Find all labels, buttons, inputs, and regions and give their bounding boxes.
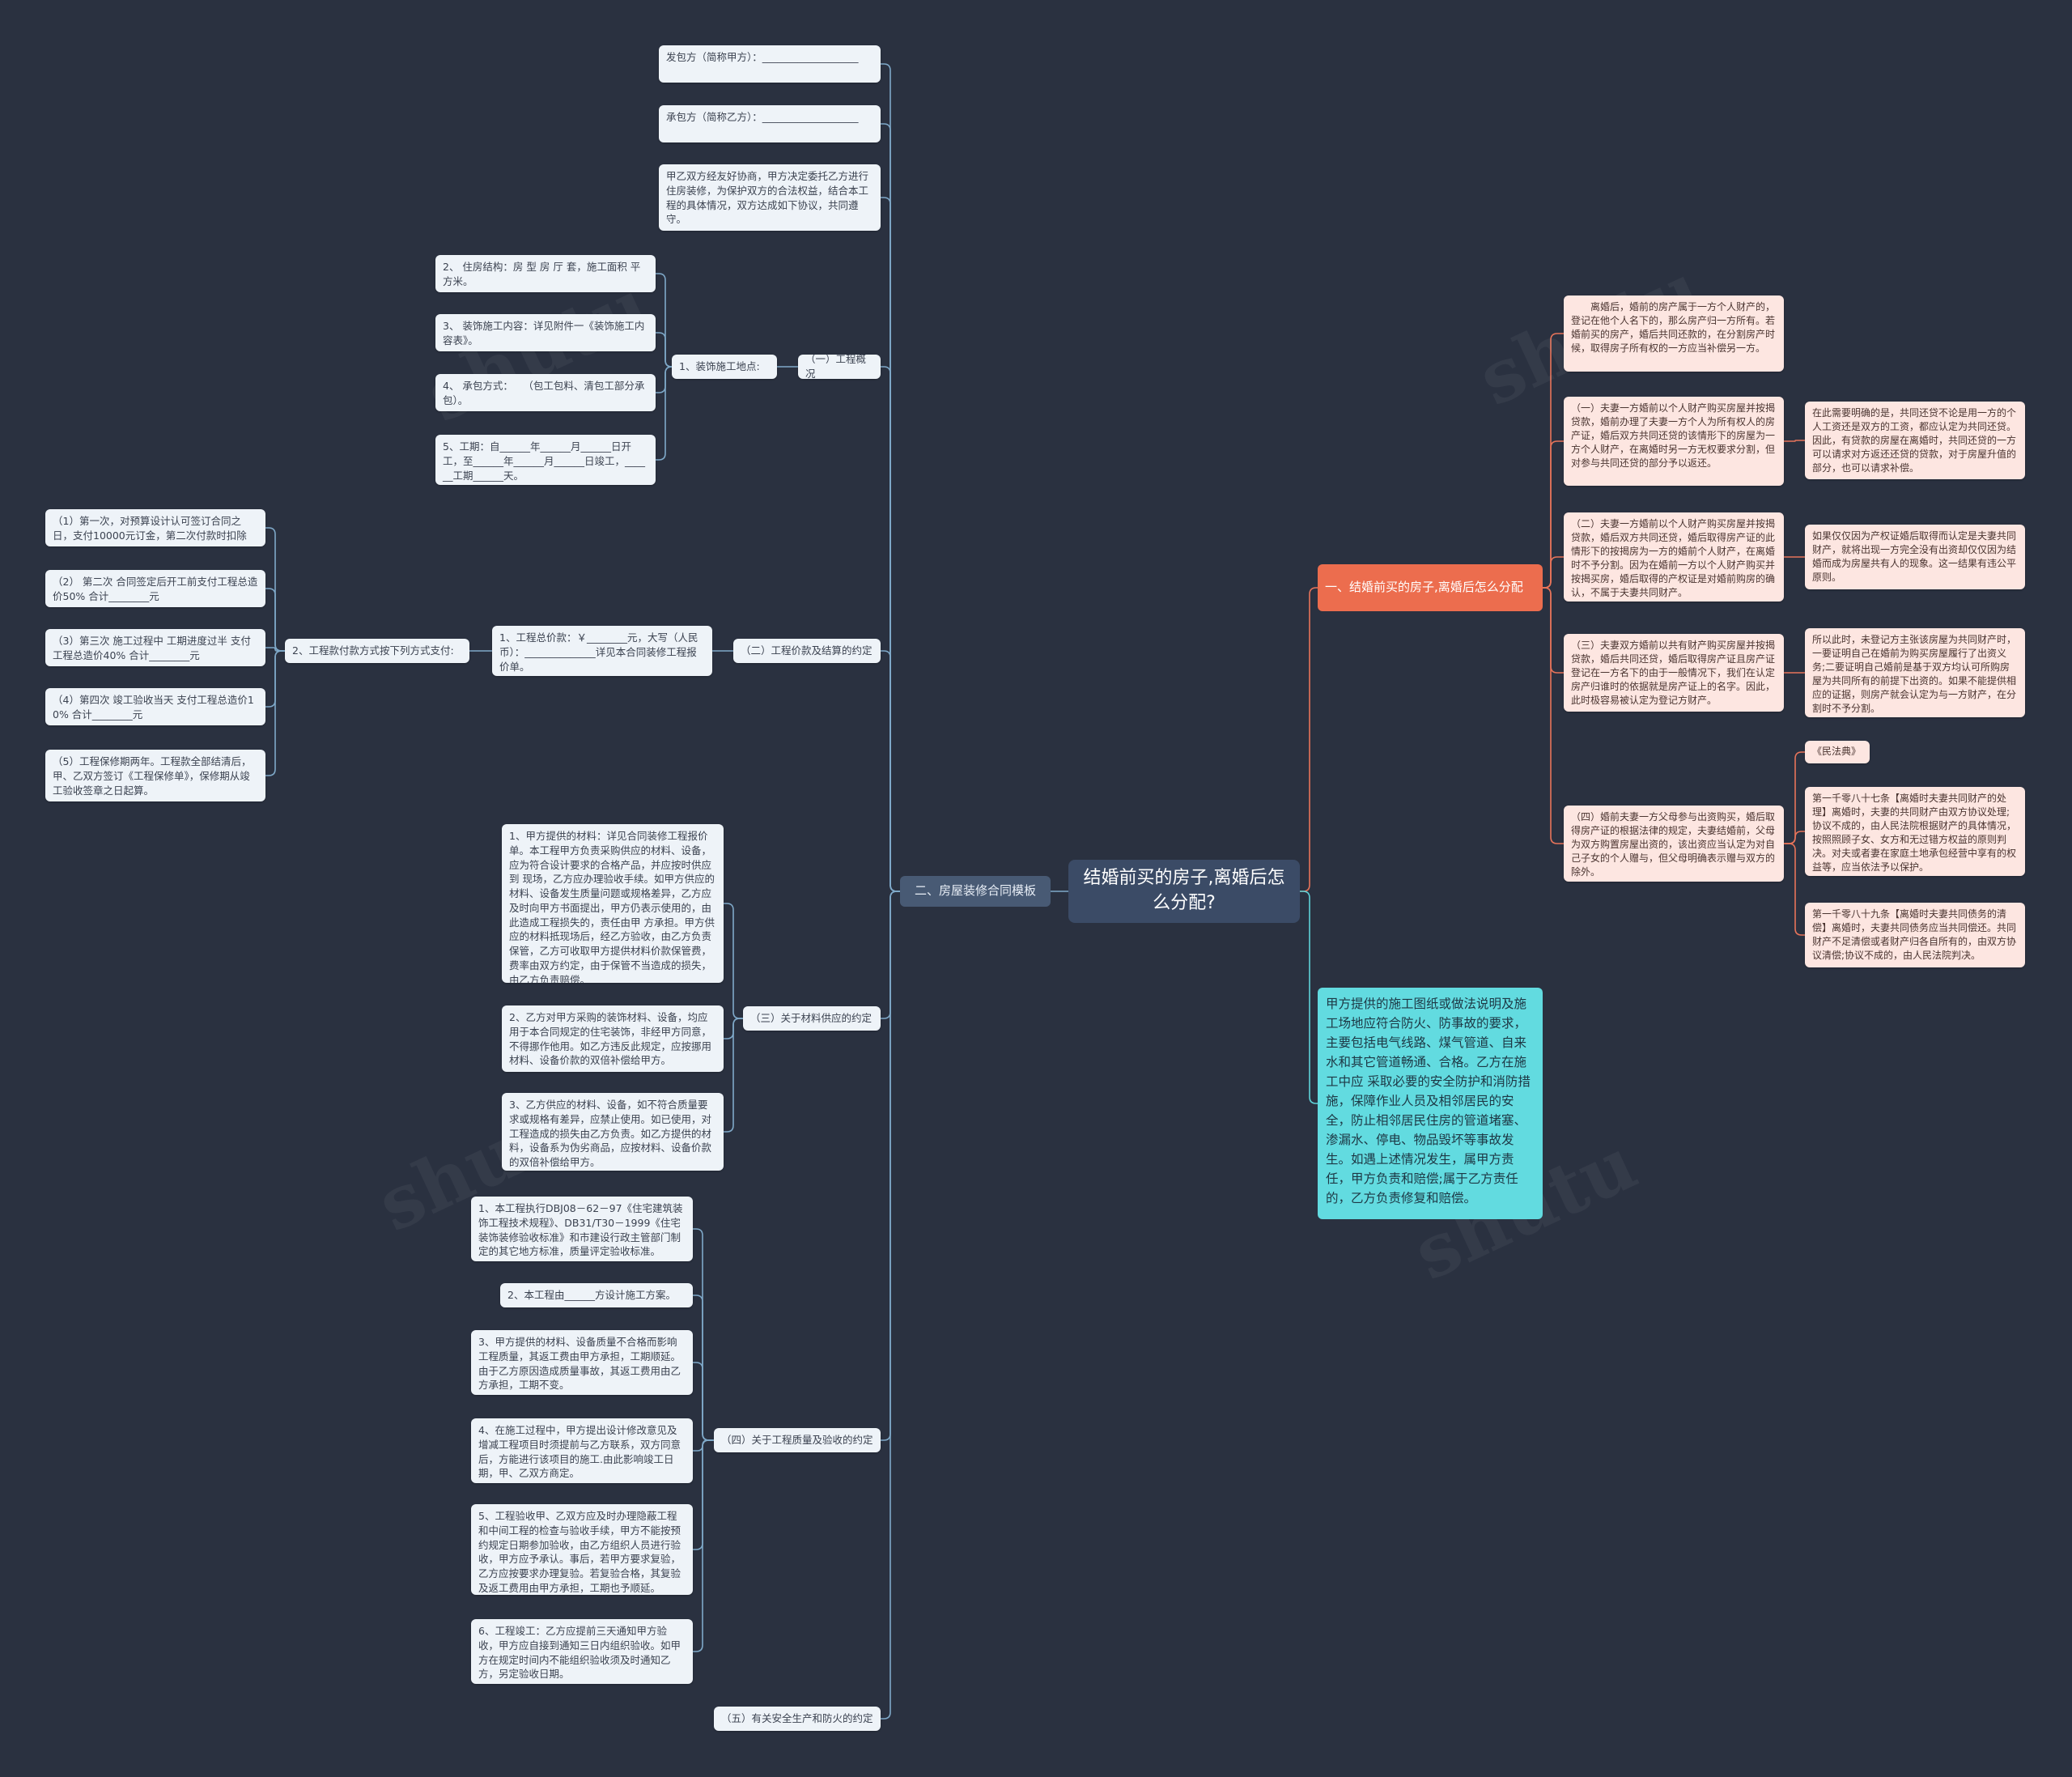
root-topic[interactable]: 结婚前买的房子,离婚后怎么分配?	[1068, 860, 1300, 923]
party-b-line[interactable]: 承包方（简称乙方）：___________________	[659, 105, 881, 142]
connector-line	[265, 650, 285, 776]
section-3-item[interactable]: 2、乙方对甲方采购的装饰材料、设备，均应用于本合同规定的住宅装饰，非经甲方同意，…	[502, 1005, 724, 1072]
section-1-item[interactable]: 5、工期：自______年______月______日开工，至______年__…	[435, 435, 656, 485]
payment-method-title[interactable]: 2、工程款付款方式按下列方式支付:	[285, 639, 469, 663]
connector-line	[1543, 440, 1564, 589]
connector-line	[693, 1228, 714, 1441]
case-3-node[interactable]: （三）夫妻双方婚前以共有财产购买房屋并按揭贷款，婚后共同还贷，婚后取得房产证且房…	[1564, 634, 1784, 712]
branch-marriage-property[interactable]: 一、结婚前买的房子,离婚后怎么分配	[1318, 564, 1543, 611]
section-4-item[interactable]: 2、本工程由______方设计施工方案。	[500, 1283, 693, 1307]
civil-code-title[interactable]: 《民法典》	[1805, 741, 1870, 763]
payment-item[interactable]: （4）第四次 竣工验收当天 支付工程总造价10% 合计________元	[45, 688, 265, 725]
section-1-item[interactable]: 4、 承包方式： （包工包料、清包工部分承包）。	[435, 374, 656, 411]
section-3-item[interactable]: 3、乙方供应的材料、设备，如不符合质量要求或规格有差异，应禁止使用。如已使用，对…	[502, 1093, 724, 1171]
civil-code-article-1087[interactable]: 第一千零八十七条【离婚时夫妻共同财产的处理】离婚时，夫妻的共同财产由双方协议处理…	[1805, 787, 2025, 876]
connector-line	[656, 366, 673, 393]
payment-item[interactable]: （1）第一次，对预算设计认可签订合同之日，支付10000元订金，第二次付款时扣除	[45, 509, 265, 546]
total-price[interactable]: 1、工程总价款：￥________元，大写（人民币）：_____________…	[492, 626, 712, 676]
connector-line	[693, 1294, 714, 1441]
connector-line	[1300, 891, 1318, 1104]
connector-line	[724, 1018, 743, 1133]
connector-line	[1784, 843, 1805, 936]
case-2-node[interactable]: （二）夫妻一方婚前以个人财产购买房屋并按揭贷款，婚后双方共同还贷，婚后取得房产证…	[1564, 512, 1784, 602]
case-1-node[interactable]: （一）夫妻一方婚前以个人财产购买房屋并按揭贷款，婚前办理了夫妻一方个人为所有权人…	[1564, 397, 1784, 486]
payment-item[interactable]: （3）第三次 施工过程中 工期进度过半 支付工程总造价40% 合计_______…	[45, 629, 265, 666]
connector-line	[265, 588, 285, 652]
contract-preamble[interactable]: 甲乙双方经友好协商，甲方决定委托乙方进行住房装修，为保护双方的合法权益，结合本工…	[659, 164, 881, 231]
case-4-node[interactable]: （四）婚前夫妻一方父母参与出资购买，婚后取得房产证的根据法律的规定，夫妻结婚前，…	[1564, 806, 1784, 882]
connector-line	[1784, 751, 1805, 844]
case-1-note[interactable]: 在此需要明确的是，共同还贷不论是用一方的个人工资还是双方的工资，都应认定为共同还…	[1805, 402, 2025, 479]
connector-line	[656, 332, 673, 368]
payment-item[interactable]: （2） 第二次 合同签定后开工前支付工程总造价50% 合计________元	[45, 570, 265, 607]
connector-line	[1543, 587, 1564, 844]
connector-line	[1784, 440, 1805, 442]
connector-line	[693, 1439, 714, 1550]
connector-line	[1543, 333, 1564, 589]
section-4-item[interactable]: 4、在施工过程中，甲方提出设计修改意见及增减工程项目时须提前与乙方联系，双方同意…	[471, 1418, 693, 1483]
connector-line	[656, 273, 673, 368]
section-1-item[interactable]: 2、 住房结构：房 型 房 厅 套，施工面积 平方米。	[435, 255, 656, 292]
case-2-note[interactable]: 如果仅仅因为产权证婚后取得而认定是夫妻共同财产，就将出现一方完全没有出资却仅仅因…	[1805, 525, 2025, 589]
connector-line	[1784, 831, 1805, 844]
construction-site-label[interactable]: 1、装饰施工地点:	[672, 355, 777, 379]
section-4-title[interactable]: （四）关于工程质量及验收的约定	[714, 1428, 881, 1452]
payment-item[interactable]: （5）工程保修期两年。工程款全部结清后，甲、乙双方签订《工程保修单》，保修期从竣…	[45, 750, 265, 801]
intro-node[interactable]: 离婚后，婚前的房产属于一方个人财产的，登记在他个人名下的，那么房产归一方所有。若…	[1564, 295, 1784, 372]
connector-line	[1300, 587, 1318, 892]
connector-line	[1543, 587, 1564, 674]
section-5-title[interactable]: （五）有关安全生产和防火的约定	[714, 1707, 881, 1731]
connector-line	[265, 647, 285, 652]
branch-renovation-contract[interactable]: 二、房屋装修合同模板	[900, 876, 1051, 907]
section-4-item[interactable]: 5、工程验收甲、乙双方应及时办理隐蔽工程和中间工程的检查与验收手续，甲方不能按预…	[471, 1504, 693, 1595]
section-4-item[interactable]: 6、工程竣工：乙方应提前三天通知甲方验收，甲方应自接到通知三日内组织验收。如甲方…	[471, 1619, 693, 1684]
section-3-title[interactable]: （三）关于材料供应的约定	[743, 1006, 881, 1031]
connector-line	[724, 903, 743, 1019]
section-4-item[interactable]: 1、本工程执行DBJ08－62－97《住宅建筑装饰工程技术规程》、DB31/T3…	[471, 1197, 693, 1261]
section-1-item[interactable]: 3、 装饰施工内容：详见附件一《装饰施工内容表》。	[435, 314, 656, 351]
connector-line	[881, 891, 900, 1720]
section-2-title[interactable]: （二）工程价款及结算的约定	[733, 639, 881, 663]
connector-line	[693, 1362, 714, 1441]
section-1-title[interactable]: （一）工程概况	[798, 355, 881, 379]
case-3-note[interactable]: 所以此时，未登记方主张该房屋为共同财产时，一要证明自己在婚前为购买房屋履行了出资…	[1805, 628, 2025, 717]
section-4-item[interactable]: 3、甲方提供的材料、设备质量不合格而影响工程质量，其返工费由甲方承担，工期顺延。…	[471, 1330, 693, 1395]
party-a-line[interactable]: 发包方（简称甲方）：___________________	[659, 45, 881, 83]
fire-safety-note[interactable]: 甲方提供的施工图纸或做法说明及施工场地应符合防火、防事故的要求，主要包括电气线路…	[1318, 988, 1543, 1219]
connector-line	[881, 650, 900, 892]
connector-line	[656, 366, 673, 461]
connector-line	[1543, 556, 1564, 589]
civil-code-article-1089[interactable]: 第一千零八十九条【离婚时夫妻共同债务的清偿】离婚时，夫妻共同债务应当共同偿还。共…	[1805, 903, 2025, 967]
connector-line	[693, 1439, 714, 1652]
section-3-item[interactable]: 1、甲方提供的材料：详见合同装修工程报价单。本工程甲方负责采购供应的材料、设备，…	[502, 824, 724, 983]
